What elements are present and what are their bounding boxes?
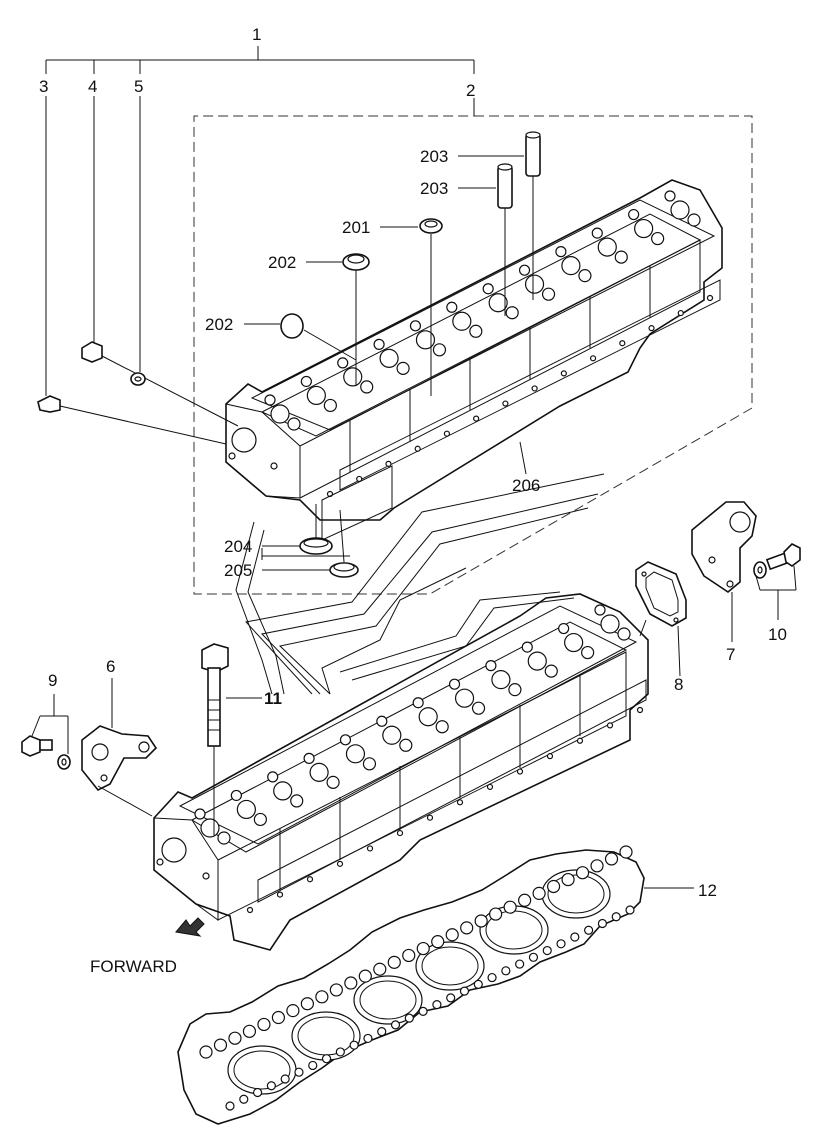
forward-arrow-icon (175, 917, 205, 937)
label-1: 1 (252, 25, 261, 44)
valve-guide-203b (497, 163, 513, 316)
head-gasket-12 (177, 845, 694, 1125)
label-11: 11 (264, 689, 282, 708)
plug-3 (37, 395, 227, 445)
valve-seal-202a (342, 253, 370, 386)
label-12: 12 (698, 881, 717, 900)
forward-label: FORWARD (90, 957, 177, 976)
label-5: 5 (134, 77, 143, 96)
label-201: 201 (342, 218, 370, 237)
lower-cylinder-head (153, 593, 649, 951)
label-2: 2 (466, 81, 475, 100)
label-202-seal: 202 (268, 253, 296, 272)
label-202-plug: 202 (205, 315, 233, 334)
bolt-9 (21, 694, 71, 770)
label-205: 205 (224, 561, 252, 580)
assembly-1-bracket (45, 46, 475, 74)
label-204: 204 (224, 537, 252, 556)
label-3: 3 (39, 77, 48, 96)
hanger-bracket-7 (691, 501, 757, 642)
label-8: 8 (674, 675, 683, 694)
subassembly-2-dashed-box (193, 115, 753, 595)
label-10: 10 (768, 625, 787, 644)
valve-seal-201 (419, 218, 443, 396)
upper-cylinder-head (225, 179, 723, 541)
plug-4 (81, 341, 239, 427)
label-7: 7 (726, 645, 735, 664)
label-203-a: 203 (420, 147, 448, 166)
label-6: 6 (106, 657, 115, 676)
bolt-10 (753, 543, 801, 620)
hanger-bracket-6 (81, 678, 158, 817)
label-206: 206 (512, 476, 540, 495)
seat-ring-205 (329, 509, 359, 578)
seat-ring-204 (299, 504, 333, 555)
label-9: 9 (48, 671, 57, 690)
explode-ribbons (235, 473, 605, 695)
label-4: 4 (88, 77, 97, 96)
bolt-11 (201, 643, 262, 836)
gasket-8 (635, 561, 687, 677)
valve-guide-203a (525, 131, 541, 300)
washer-5 (130, 372, 146, 386)
label-203-b: 203 (420, 179, 448, 198)
plug-202b (280, 313, 357, 361)
